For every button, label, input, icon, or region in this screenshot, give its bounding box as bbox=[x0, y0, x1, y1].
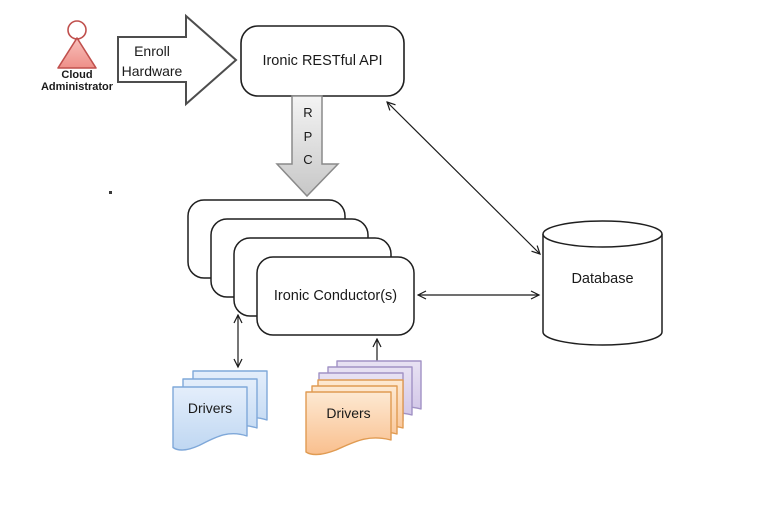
cloud-administrator-icon bbox=[57, 20, 97, 69]
rpc-letter-c: C bbox=[303, 152, 313, 167]
enroll-hardware-arrow bbox=[117, 13, 238, 107]
drivers-orange-label: Drivers bbox=[326, 405, 371, 421]
conductor-label: Ironic Conductor(s) bbox=[273, 288, 398, 304]
enroll-hardware-label: Enroll Hardware bbox=[121, 43, 183, 79]
conductor-stack bbox=[187, 199, 415, 336]
arrow-api-database bbox=[387, 102, 540, 254]
cloud-administrator-label: Cloud Administrator bbox=[40, 69, 114, 93]
rpc-letter-r: R bbox=[303, 105, 313, 120]
rpc-letter-p: P bbox=[303, 128, 313, 144]
api-label: Ironic RESTful API bbox=[262, 53, 383, 69]
database-label: Database bbox=[571, 271, 634, 287]
rpc-label: R P C bbox=[296, 101, 320, 172]
orange-doc-front bbox=[305, 391, 392, 456]
conductor-box-front bbox=[256, 256, 415, 336]
drivers-blue-label: Drivers bbox=[187, 400, 233, 416]
drivers-stack-blue bbox=[172, 370, 268, 451]
drivers-stack-orange bbox=[305, 360, 422, 456]
database-cylinder bbox=[542, 220, 663, 346]
rpc-arrow bbox=[275, 95, 340, 198]
stray-dot bbox=[109, 191, 112, 194]
blue-doc-front bbox=[172, 386, 248, 451]
